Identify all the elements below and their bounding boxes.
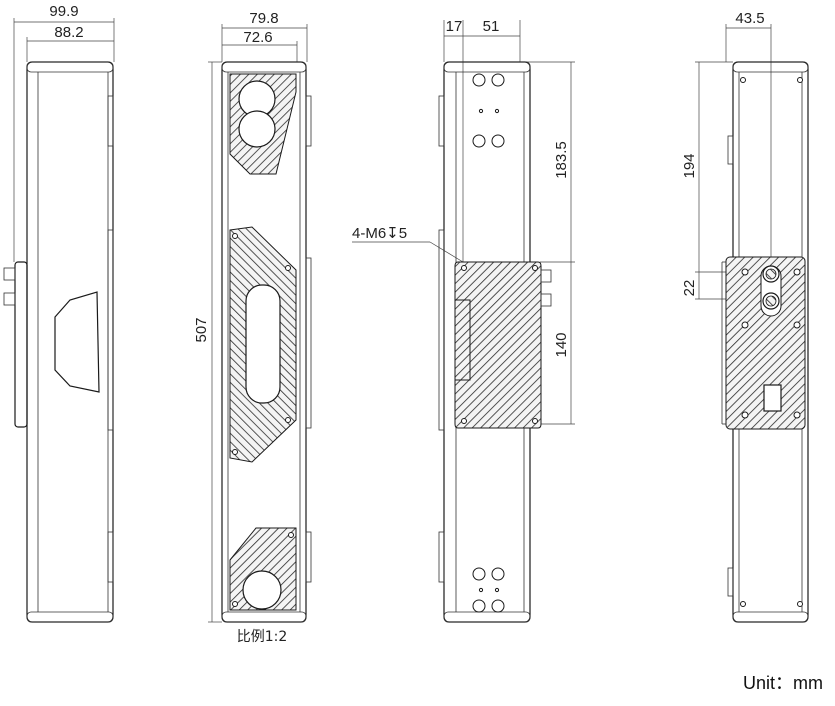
front-view: 79.8 72.6 507: [193, 10, 312, 645]
connector-top: [3, 267, 16, 281]
mount-hole: [472, 134, 486, 148]
dim-label-88-2: 88.2: [54, 24, 83, 41]
rear-plate: [725, 256, 806, 430]
dim-label-17: 17: [446, 18, 463, 35]
dim-side-width: 43.5: [725, 10, 772, 272]
side-body: [26, 61, 114, 623]
mount-hole: [491, 73, 505, 87]
mount-hole: [472, 599, 486, 613]
lens-upper-2: [238, 110, 276, 148]
mount-hole: [491, 599, 505, 613]
mount-hole: [472, 567, 486, 581]
mount-hole: [491, 134, 505, 148]
dim-label-194: 194: [681, 153, 698, 178]
side-window: [54, 291, 100, 393]
dim-label-140: 140: [553, 332, 570, 357]
dim-label-507: 507: [193, 317, 210, 342]
dim-label-51: 51: [483, 18, 500, 35]
dim-label-43-5: 43.5: [735, 10, 764, 27]
end-view: 43.5 194 22: [681, 10, 809, 623]
dim-194: 194: [681, 61, 763, 273]
dim-label-72-6: 72.6: [243, 29, 272, 46]
dim-label-183-5: 183.5: [553, 141, 570, 179]
scale-note: 比例1:2: [237, 629, 288, 645]
dim-width-outer: 99.9: [13, 3, 115, 262]
mount-hole: [472, 73, 486, 87]
mount-bracket: [454, 261, 542, 429]
mount-hole: [491, 567, 505, 581]
center-window: [245, 284, 281, 404]
connector-bottom: [3, 292, 16, 306]
connector-side-bottom: [540, 293, 552, 307]
dim-front-inner-width: 72.6: [222, 29, 298, 62]
dim-label-99-9: 99.9: [49, 3, 78, 20]
back-view: 17 51 183.5 140 4-M6↧5: [352, 18, 575, 623]
dim-offsets: 17 51: [443, 18, 521, 262]
dim-length: 507: [193, 61, 222, 623]
thread-callout: 4-M6↧5: [352, 225, 464, 263]
dim-140: 140: [540, 262, 575, 425]
dim-183-5: 183.5: [520, 61, 575, 263]
side-bracket: [14, 261, 28, 428]
dim-width-inner: 88.2: [26, 24, 114, 62]
indicator-window: [763, 384, 782, 412]
dim-label-22: 22: [681, 280, 698, 297]
dim-label-79-8: 79.8: [249, 10, 278, 27]
thread-note: 4-M6↧5: [352, 225, 407, 242]
side-view: 99.9 88.2: [3, 3, 115, 623]
dim-front-width: 79.8: [221, 10, 308, 62]
unit-note: Unit：mm: [743, 673, 823, 693]
lens-lower: [242, 570, 282, 610]
connector-side-top: [540, 269, 552, 283]
